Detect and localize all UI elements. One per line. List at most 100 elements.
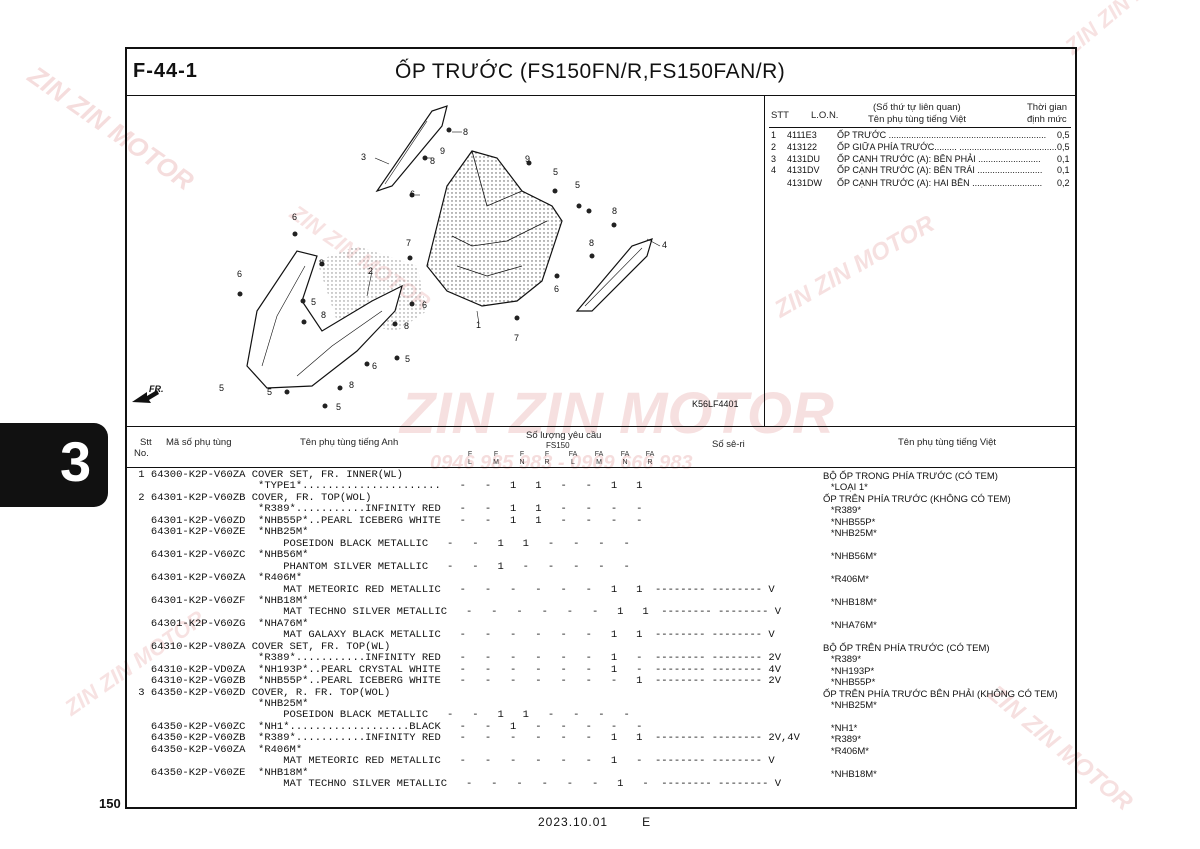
page-frame bbox=[125, 47, 1077, 809]
legend-header-lon: L.O.N. bbox=[811, 110, 839, 121]
table-header-serial: Số sê-ri bbox=[712, 439, 745, 450]
table-row: 64350-K2P-V60ZB *R389*...........INFINIT… bbox=[132, 732, 800, 745]
callout-8d: 8 bbox=[321, 310, 326, 320]
table-row: 64301-K2P-V60ZD *NHB55P*..PEARL ICEBERG … bbox=[132, 514, 643, 527]
legend-header-time-1: Thời gian bbox=[1027, 102, 1068, 113]
diagram-table-divider bbox=[126, 426, 1076, 427]
footer-edition: E bbox=[642, 815, 652, 829]
table-row: 64301-K2P-V60ZC *NHB56M* bbox=[132, 549, 309, 562]
fasteners bbox=[237, 127, 617, 409]
table-row-vn-name: *NH193P* bbox=[823, 665, 875, 677]
callout-8c: 8 bbox=[319, 258, 324, 268]
table-header-divider bbox=[126, 467, 1076, 468]
legend-header-stt: STT bbox=[771, 110, 789, 121]
table-row-vn-name: *NHB18M* bbox=[823, 596, 877, 608]
table-row-vn-name: ỐP TRÊN PHÍA TRƯỚC BÊN PHẢI (KHÔNG CÓ TE… bbox=[823, 688, 1058, 700]
table-row-vn-name: *R389* bbox=[823, 505, 862, 517]
table-row-vn-name: *R389* bbox=[823, 734, 862, 746]
table-header-name-en: Tên phụ tùng tiếng Anh bbox=[300, 437, 399, 448]
table-row: 64301-K2P-V60ZE *NHB25M* bbox=[132, 526, 309, 539]
table-row-vn-name: BỘ ỐP TRÊN PHÍA TRƯỚC (CÓ TEM) bbox=[823, 642, 990, 654]
callout-6: 6 bbox=[292, 212, 297, 222]
table-row: 64301-K2P-V60ZF *NHB18M* bbox=[132, 594, 309, 607]
callout-2: 2 bbox=[368, 266, 373, 276]
callout-8b: 8 bbox=[430, 156, 435, 166]
category-number: 3 bbox=[60, 430, 92, 493]
table-row: MAT GALAXY BLACK METALLIC - - - - - - 1 … bbox=[132, 629, 775, 642]
callout-5g: 5 bbox=[336, 402, 341, 412]
table-row: *R389*...........INFINITY RED - - 1 1 - … bbox=[132, 503, 643, 516]
table-row: POSEIDON BLACK METALLIC - - 1 1 - - - - bbox=[132, 537, 630, 550]
part-3-side-cover-right bbox=[375, 105, 448, 193]
callout-5e: 5 bbox=[219, 383, 224, 393]
table-row-vn-name: *NHB55P* bbox=[823, 677, 876, 689]
callout-1: 1 bbox=[476, 320, 481, 330]
page-number: 150 bbox=[99, 796, 121, 811]
legend-header-related: (Số thứ tự liên quan) bbox=[873, 102, 961, 113]
table-header-qty: Số lượng yêu cầu bbox=[526, 430, 602, 441]
diagram-legend-divider bbox=[764, 96, 765, 426]
table-row-vn-name: *NHA76M* bbox=[823, 619, 877, 631]
table-row: 64310-K2P-V80ZA COVER SET, FR. TOP(WL) bbox=[132, 640, 391, 653]
table-row: MAT METEORIC RED METALLIC - - - - - - 1 … bbox=[132, 755, 775, 768]
callout-9b: 9 bbox=[525, 154, 530, 164]
part-4-side-cover-left bbox=[575, 238, 653, 312]
callout-6f: 6 bbox=[554, 284, 559, 294]
table-header-stt: Stt bbox=[140, 437, 152, 448]
callout-8e: 8 bbox=[404, 321, 409, 331]
table-row-vn-name: *NHB25M* bbox=[823, 528, 877, 540]
table-header-part-no: Mã số phụ tùng bbox=[166, 437, 232, 448]
table-row-vn-name: *NHB18M* bbox=[823, 768, 877, 780]
callout-6d: 6 bbox=[422, 300, 427, 310]
watermark-brand-upper-right: ZIN ZIN MOTOR bbox=[1060, 0, 1200, 60]
callout-6c: 6 bbox=[410, 189, 415, 199]
callout-8f: 8 bbox=[349, 380, 354, 390]
table-row: 64310-K2P-VD0ZA *NH193P*..PEARL CRYSTAL … bbox=[132, 663, 782, 676]
figure-code: K56LF4401 bbox=[692, 399, 739, 409]
table-row-vn-name: *LOẠI 1* bbox=[823, 482, 868, 494]
callout-5: 5 bbox=[553, 167, 558, 177]
callout-7: 7 bbox=[406, 238, 411, 248]
table-row: *R389*...........INFINITY RED - - - - - … bbox=[132, 652, 782, 665]
callout-8h: 8 bbox=[589, 238, 594, 248]
header-divider bbox=[126, 95, 1076, 96]
table-row: 2 64301-K2P-V60ZB COVER, FR. TOP(WOL) bbox=[132, 491, 372, 504]
table-row-vn-name: *NH1* bbox=[823, 722, 858, 734]
table-row-vn-name: *NHB56M* bbox=[823, 551, 877, 563]
table-row: 64310-K2P-VG0ZB *NHB55P*..PEARL ICEBERG … bbox=[132, 675, 782, 688]
table-row-vn-name: *NHB55P* bbox=[823, 516, 876, 528]
callout-5f: 5 bbox=[267, 387, 272, 397]
legend-header-name: Tên phụ tùng tiếng Việt bbox=[868, 114, 967, 125]
callout-8: 8 bbox=[463, 127, 468, 137]
table-row: MAT TECHNO SILVER METALLIC - - - - - - 1… bbox=[132, 778, 782, 791]
callout-6e: 6 bbox=[372, 361, 377, 371]
callout-3: 3 bbox=[361, 152, 366, 162]
part-2-top-cover bbox=[246, 250, 403, 389]
exploded-diagram: FR. K56LF4401 1 2 3 4 5 5 5 5 5 5 5 6 6 … bbox=[132, 105, 739, 412]
fr-label: FR. bbox=[149, 384, 164, 394]
callout-numbers: 1 2 3 4 5 5 5 5 5 5 5 6 6 6 6 6 6 7 7 8 … bbox=[219, 127, 667, 412]
table-row-vn-name: *R406M* bbox=[823, 574, 869, 586]
table-row-vn-name: *R389* bbox=[823, 654, 862, 666]
table-row: *NHB25M* bbox=[132, 698, 309, 710]
callout-8g: 8 bbox=[612, 206, 617, 216]
table-row: 64301-K2P-V60ZA *R406M* bbox=[132, 572, 303, 585]
callout-5c: 5 bbox=[311, 297, 316, 307]
table-header-model: FS150 bbox=[546, 441, 570, 450]
table-row: 3 64350-K2P-V60ZD COVER, R. FR. TOP(WOL) bbox=[132, 686, 391, 699]
table-row: 64301-K2P-V60ZG *NHA76M* bbox=[132, 617, 309, 630]
table-header-name-vn: Tên phụ tùng tiếng Việt bbox=[898, 437, 997, 448]
callout-6b: 6 bbox=[237, 269, 242, 279]
